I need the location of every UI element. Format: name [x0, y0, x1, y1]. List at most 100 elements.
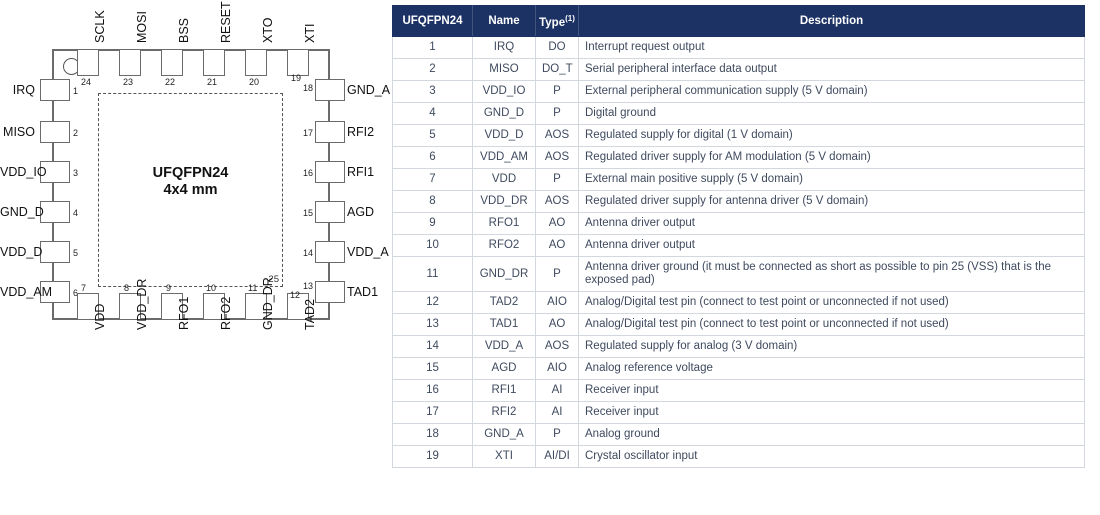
pad-7 — [77, 293, 99, 320]
cell-pin: 8 — [392, 190, 473, 213]
pinlabel-xto: XTO — [261, 17, 275, 43]
pad-4 — [40, 201, 70, 223]
cell-type: AIO — [535, 357, 579, 380]
cell-type: AOS — [535, 335, 579, 358]
header-type: Type(1) — [535, 5, 579, 37]
cell-pin: 4 — [392, 102, 473, 125]
pinnum-4: 4 — [73, 208, 79, 218]
cell-type: AI — [535, 379, 579, 402]
pinnum-24: 24 — [81, 77, 92, 87]
pad-2 — [40, 121, 70, 143]
cell-pin: 11 — [392, 256, 473, 292]
pinnum-7: 7 — [81, 283, 87, 293]
pinlabel-vdd-d: VDD_D — [0, 245, 43, 259]
pinlabel-xti: XTI — [303, 23, 317, 43]
cell-description: Analog/Digital test pin (connect to test… — [578, 291, 1085, 314]
cell-name: TAD1 — [472, 313, 536, 336]
pad-1 — [40, 79, 70, 101]
pinlabel-sclk: SCLK — [93, 10, 107, 43]
pinnum-14: 14 — [303, 248, 314, 258]
cell-description: Antenna driver output — [578, 212, 1085, 235]
pinnum-21: 21 — [207, 77, 218, 87]
cell-name: GND_A — [472, 423, 536, 446]
cell-pin: 1 — [392, 36, 473, 59]
cell-name: VDD_DR — [472, 190, 536, 213]
cell-name: TAD2 — [472, 291, 536, 314]
pad-19 — [287, 49, 309, 76]
cell-type: AOS — [535, 146, 579, 169]
cell-name: IRQ — [472, 36, 536, 59]
cell-type: P — [535, 423, 579, 446]
pad-21 — [203, 49, 225, 76]
cell-pin: 3 — [392, 80, 473, 103]
pinlabel-vdd-dr: VDD_DR — [135, 278, 149, 330]
pinlabel-vdd: VDD — [93, 303, 107, 330]
cell-description: Regulated driver supply for AM modulatio… — [578, 146, 1085, 169]
package-center-label: UFQFPN24 4x4 mm — [98, 165, 283, 198]
cell-name: MISO — [472, 58, 536, 81]
cell-name: RFO1 — [472, 212, 536, 235]
pinlabel-rfi1: RFI1 — [347, 165, 375, 179]
package-name: UFQFPN24 — [152, 165, 229, 181]
pinnum-18: 18 — [303, 83, 314, 93]
cell-description: Regulated supply for digital (1 V domain… — [578, 124, 1085, 147]
pad-20 — [245, 49, 267, 76]
pad-23 — [119, 49, 141, 76]
header-type-note: (1) — [565, 13, 575, 23]
pinlabel-rfo2: RFO2 — [219, 296, 233, 330]
cell-pin: 16 — [392, 379, 473, 402]
cell-pin: 5 — [392, 124, 473, 147]
cell-type: AO — [535, 234, 579, 257]
cell-type: P — [535, 102, 579, 125]
pinlabel-tad1: TAD1 — [347, 285, 379, 299]
cell-description: Antenna driver ground (it must be connec… — [578, 256, 1085, 292]
pinnum-1: 1 — [73, 86, 79, 96]
pinnum-12: 12 — [290, 290, 301, 300]
pinlabel-vdd-io: VDD_IO — [0, 165, 47, 179]
cell-pin: 6 — [392, 146, 473, 169]
pad-10 — [203, 293, 225, 320]
pad-9 — [161, 293, 183, 320]
pad-16 — [315, 161, 345, 183]
pinnum-13: 13 — [303, 281, 314, 291]
cell-description: Serial peripheral interface data output — [578, 58, 1085, 81]
pinnum-15: 15 — [303, 208, 314, 218]
cell-name: RFI2 — [472, 401, 536, 424]
cell-name: XTI — [472, 445, 536, 468]
pinnum-11: 11 — [248, 283, 258, 293]
package-size: 4x4 mm — [163, 181, 218, 198]
cell-description: Receiver input — [578, 379, 1085, 402]
cell-name: VDD_D — [472, 124, 536, 147]
pinlabel-mosi: MOSI — [135, 11, 149, 43]
header-name: Name — [472, 5, 536, 37]
cell-description: Interrupt request output — [578, 36, 1085, 59]
cell-type: AO — [535, 313, 579, 336]
cell-type: DO_T — [535, 58, 579, 81]
cell-pin: 10 — [392, 234, 473, 257]
pad-17 — [315, 121, 345, 143]
pinlabel-agd: AGD — [347, 205, 375, 219]
cell-type: DO — [535, 36, 579, 59]
pinlabel-vdd-a: VDD_A — [347, 245, 389, 259]
cell-pin: 2 — [392, 58, 473, 81]
pinnum-9: 9 — [166, 283, 172, 293]
pinnum-6: 6 — [73, 288, 79, 298]
pad-24 — [77, 49, 99, 76]
pinlabel-bss: BSS — [177, 17, 191, 43]
pinnum-8: 8 — [124, 283, 130, 293]
cell-pin: 15 — [392, 357, 473, 380]
cell-type: AOS — [535, 190, 579, 213]
cell-pin: 19 — [392, 445, 473, 468]
